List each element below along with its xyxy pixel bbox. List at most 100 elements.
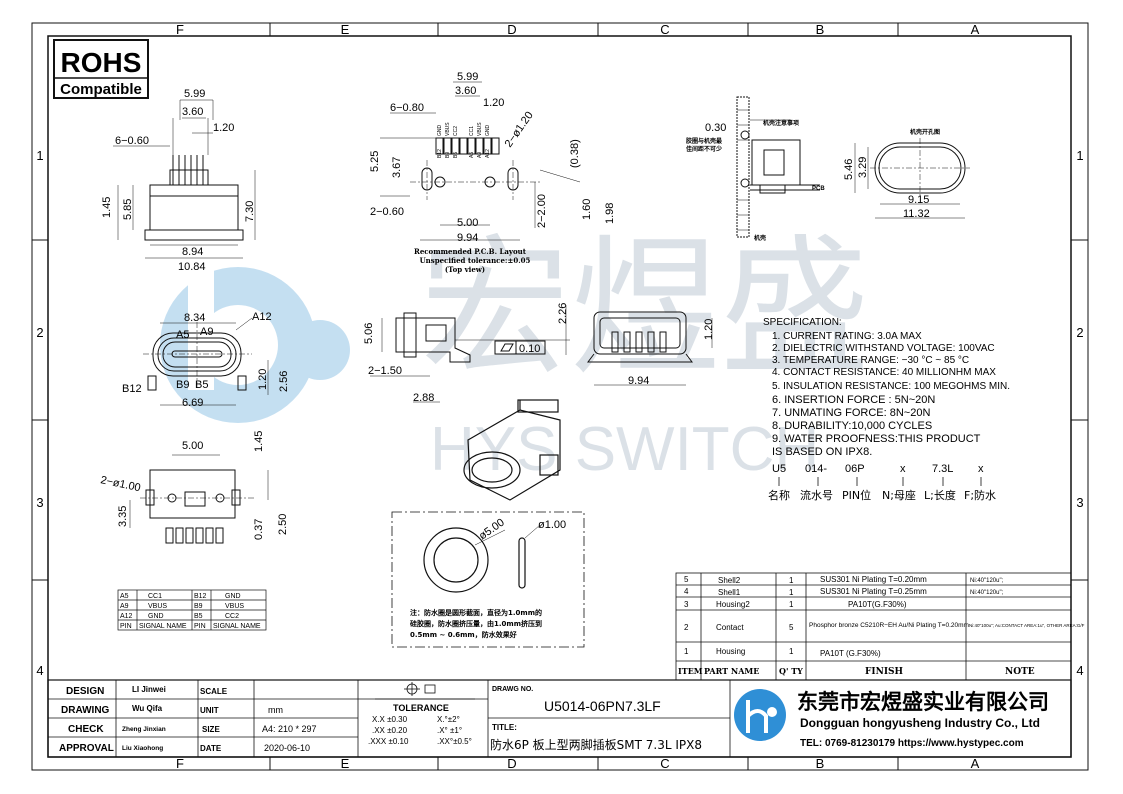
bom-finish: Phosphor bronze C5210R−EH Au/Ni Plating … bbox=[809, 622, 969, 629]
rear-view bbox=[587, 311, 713, 386]
signal-cell: SIGNAL NAME bbox=[139, 623, 187, 630]
dim-label: 2−1.50 bbox=[368, 365, 402, 377]
dim-label: 3.29 bbox=[857, 157, 869, 178]
bom-note: Ni:40"120u"; bbox=[970, 590, 1004, 596]
title-label: TITLE: bbox=[492, 723, 517, 732]
tb-label: DESIGN bbox=[66, 686, 104, 697]
dim-label: 5.00 bbox=[457, 217, 478, 229]
bom-qty: 1 bbox=[789, 588, 794, 597]
code-name: PIN位 bbox=[842, 488, 871, 502]
dim-label: 9.15 bbox=[908, 194, 929, 206]
dim-label: 2.56 bbox=[278, 371, 290, 392]
tb-label: CHECK bbox=[68, 724, 104, 735]
dim-label: 8.94 bbox=[182, 246, 203, 258]
tb-label: SCALE bbox=[200, 687, 228, 696]
dim-label: 3.60 bbox=[455, 85, 476, 97]
signal-cell: A5 bbox=[120, 593, 129, 600]
tolerance-value: .XX ±0.20 bbox=[372, 726, 408, 735]
pin-number: A12 bbox=[485, 149, 491, 158]
bom-qty: 5 bbox=[789, 623, 794, 632]
pin-label: CC1 bbox=[469, 126, 475, 136]
col-label: C bbox=[660, 756, 669, 771]
pin-label: GND bbox=[437, 125, 443, 137]
col-label: B bbox=[816, 22, 825, 37]
dim-label: B9 bbox=[176, 379, 189, 391]
dim-label: 5.85 bbox=[122, 199, 134, 220]
front-view-dims: 5.99 3.60 1.20 6−0.60 1.45 5.85 7.30 8.9… bbox=[101, 88, 256, 273]
tb-value: mm bbox=[268, 705, 283, 715]
watermark: 宏煜盛 HYS SWITCH bbox=[160, 222, 870, 484]
bom-header: Q' TY bbox=[779, 666, 803, 676]
code-part: x bbox=[978, 463, 984, 475]
pin-number: B5 bbox=[453, 152, 459, 158]
bom-finish: PA10T(G.F30%) bbox=[848, 600, 907, 609]
tolerance-value: .XXX ±0.10 bbox=[368, 737, 409, 746]
signal-cell: A12 bbox=[120, 613, 133, 620]
bottom-view-dims: 5.00 1.45 2−ø1.00 3.35 0.37 2.50 bbox=[99, 431, 289, 540]
dim-label: B5 bbox=[195, 379, 208, 391]
pcb-note: (Top view) bbox=[445, 265, 485, 274]
code-part: 014- bbox=[805, 463, 827, 475]
company-contact: TEL: 0769-81230179 https://www.hystypec.… bbox=[800, 738, 1024, 749]
dim-label: 6−0.80 bbox=[390, 102, 424, 114]
tolerance-value: .X° ±1° bbox=[437, 726, 462, 735]
rohs-badge: ROHS Compatible bbox=[53, 39, 149, 99]
dim-label: ø1.00 bbox=[538, 519, 566, 531]
signal-cell: A9 bbox=[120, 603, 129, 610]
dim-label: 1.60 bbox=[581, 199, 593, 220]
col-label: D bbox=[507, 22, 516, 37]
bottom-view bbox=[129, 454, 269, 544]
specification: SPECIFICATION: 1. CURRENT RATING: 3.0A M… bbox=[763, 317, 1010, 502]
spec-line: 6. INSERTION FORCE : 5N~20N bbox=[772, 394, 935, 406]
dim-label: 10.84 bbox=[178, 261, 206, 273]
tb-value: LI Jinwei bbox=[132, 685, 166, 694]
dim-label: 3.67 bbox=[391, 157, 403, 178]
row-label: 4 bbox=[36, 663, 43, 678]
bom-header: FINISH bbox=[865, 667, 904, 677]
signal-cell: GND bbox=[148, 613, 164, 620]
pin-number: A5 bbox=[469, 152, 475, 158]
col-label: E bbox=[341, 22, 350, 37]
row-label: 4 bbox=[1076, 663, 1083, 678]
col-label: A bbox=[971, 756, 980, 771]
code-part: U5 bbox=[772, 463, 786, 475]
signal-cell: B12 bbox=[194, 593, 207, 600]
dim-label: 1.98 bbox=[604, 203, 616, 224]
bom-part: Shell1 bbox=[718, 588, 741, 597]
signal-cell: PIN bbox=[194, 623, 206, 630]
tb-label: SIZE bbox=[202, 725, 220, 734]
drawing-title: 防水6P 板上型两脚插板SMT 7.3L IPX8 bbox=[490, 737, 702, 752]
bom-finish: PA10T (G.F30%) bbox=[820, 649, 881, 658]
spec-line: 5. INSULATION RESISTANCE: 100 MEGOHMS MI… bbox=[772, 381, 1010, 392]
bom-item: 1 bbox=[684, 647, 689, 656]
col-label: C bbox=[660, 22, 669, 37]
dim-label: 2−ø1.20 bbox=[503, 110, 536, 150]
bom-qty: 1 bbox=[789, 576, 794, 585]
panel-note: 佳间距不可少 bbox=[686, 145, 722, 153]
spec-line: 1. CURRENT RATING: 3.0A MAX bbox=[772, 331, 922, 342]
bom-part: Housing2 bbox=[716, 600, 750, 609]
pin-label: VBUS bbox=[445, 122, 451, 136]
dim-label: A5 bbox=[176, 329, 189, 341]
spec-line: 9. WATER PROOFNESS:THIS PRODUCT bbox=[772, 433, 981, 445]
isometric-view bbox=[463, 399, 561, 501]
dim-label: 2−2.00 bbox=[536, 194, 548, 228]
signal-cell: CC1 bbox=[148, 593, 162, 600]
oring-dims: ø5.00 ø1.00 注：防水圈是圆形截面，直径为1.0mm的 硅胶圈，防水圈… bbox=[410, 516, 566, 639]
signal-cell: VBUS bbox=[148, 603, 167, 610]
dim-label: ø5.00 bbox=[477, 516, 507, 542]
panel-cutout-view bbox=[736, 96, 970, 238]
signal-cell: B5 bbox=[194, 613, 203, 620]
panel-note: 机壳开孔图 bbox=[910, 128, 940, 136]
bom-part: Housing bbox=[716, 647, 745, 656]
dim-label: 5.06 bbox=[363, 323, 375, 344]
dim-label: 9.94 bbox=[628, 375, 649, 387]
tb-value: Liu Xiaohong bbox=[122, 745, 163, 752]
code-name: 名称 bbox=[768, 488, 790, 502]
dim-label: 8.34 bbox=[184, 312, 205, 324]
signal-cell: PIN bbox=[120, 623, 132, 630]
front-view bbox=[113, 99, 256, 259]
tolerance-value: X.X ±0.30 bbox=[372, 715, 408, 724]
dim-label: 2−ø1.00 bbox=[99, 474, 141, 494]
